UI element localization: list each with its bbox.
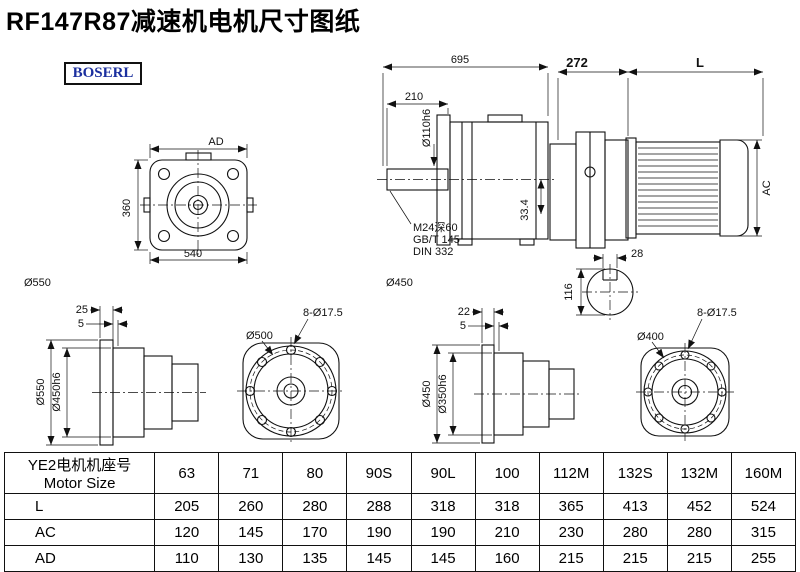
dim-value-cell: 145 [346,545,412,572]
dim-360-label: 360 [121,199,133,217]
flange-dia-450-label: Ø450 [386,277,413,289]
dim-value-cell: 215 [666,545,732,572]
dim-value-cell: 160 [474,545,540,572]
dim-value-cell: 230 [538,519,604,546]
row-label-cell: L [3,493,156,520]
dim-value-cell: 315 [730,519,797,546]
dim-value-cell: 205 [154,493,220,520]
dim-ad-label: AD [208,136,223,148]
std-din-label: DIN 332 [413,246,453,258]
flange-dia-550-label: Ø550 [24,277,51,289]
dim-695-label: 695 [451,54,469,66]
col-header-cell: 80 [282,452,348,494]
spigot-dia-b-label: Ø350h6 [437,374,449,413]
dim-value-cell: 260 [218,493,284,520]
dim-value-cell: 365 [538,493,604,520]
dim-value-cell: 280 [282,493,348,520]
page-title: RF147R87减速机电机尺寸图纸 [6,8,361,36]
dim-value-cell: 280 [602,519,668,546]
table-row-ad: AD 110 130 135 145 145 160 215 215 215 2… [3,545,797,572]
dim-value-cell: 318 [474,493,540,520]
dim-22-label: 22 [458,306,470,318]
dim-value-cell: 318 [410,493,476,520]
dim-value-cell: 524 [730,493,797,520]
dim-210-label: 210 [405,91,423,103]
dim-25-label: 25 [76,304,88,316]
tap-note-label: M24深60 [413,221,458,234]
shaft-dia-label: Ø110h6 [421,109,433,147]
dim-value-cell: 135 [282,545,348,572]
table-header-row: YE2电机机座号 Motor Size 63 71 80 90S 90L 100… [3,452,797,494]
dim-540-label: 540 [184,248,202,260]
motor-size-header-cell: YE2电机机座号 Motor Size [3,452,156,494]
dim-116-label: 116 [563,283,575,301]
table-row-ac: AC 120 145 170 190 190 210 230 280 280 3… [3,519,797,546]
table-row-l: L 205 260 280 288 318 318 365 413 452 52… [3,493,797,520]
dim-value-cell: 130 [218,545,284,572]
dim-value-cell: 288 [346,493,412,520]
dim-value-cell: 145 [410,545,476,572]
header-cn: YE2电机机座号 [27,457,132,474]
bolt-circle-b-label: Ø400 [637,331,664,343]
outer-dia-b-label: Ø450 [421,381,433,408]
dim-value-cell: 170 [282,519,348,546]
col-header-cell: 112M [538,452,604,494]
brand-text: BOSERL [72,65,134,81]
dim-value-cell: 255 [730,545,797,572]
dim-value-cell: 210 [474,519,540,546]
dim-value-cell: 280 [666,519,732,546]
dim-ac-label: AC [761,180,773,195]
col-header-cell: 132S [602,452,668,494]
std-gbt-label: GB/T 145 [413,234,460,246]
row-label-cell: AC [3,519,156,546]
dim-value-cell: 145 [218,519,284,546]
technical-drawing: AD 360 540 Ø550 695 210 Ø110h6 [24,54,773,446]
header-en: Motor Size [43,475,116,492]
col-header-cell: 90S [346,452,412,494]
holes-b-label: 8-Ø17.5 [697,307,737,319]
side-view-drawing: 695 210 Ø110h6 33.4 M24深60 GB/T 145 DIN … [377,54,556,289]
col-header-cell: 160M [730,452,797,494]
flange-front-a-drawing: Ø500 8-Ø17.5 [237,307,345,445]
dim-value-cell: 215 [538,545,604,572]
flange-side-b-drawing: 22 5 Ø450 Ø350h6 [421,306,582,444]
dim-value-cell: 413 [602,493,668,520]
spigot-dia-a-label: Ø450h6 [51,372,63,411]
dim-272-label: 272 [566,55,588,70]
holes-a-label: 8-Ø17.5 [303,307,343,319]
dim-value-cell: 190 [346,519,412,546]
bolt-circle-a-label: Ø500 [246,330,273,342]
dim-l-label: L [696,55,704,70]
row-label-cell: AD [3,545,156,572]
dim-33-4-label: 33.4 [519,199,531,220]
col-header-cell: 71 [218,452,284,494]
col-header-cell: 63 [154,452,220,494]
dim-value-cell: 215 [602,545,668,572]
motor-size-table: YE2电机机座号 Motor Size 63 71 80 90S 90L 100… [3,452,797,572]
brand-logo: BOSERL [64,62,142,85]
outer-dia-a-label: Ø550 [35,379,47,406]
dim-value-cell: 110 [154,545,220,572]
flange-front-b-drawing: Ø400 8-Ø17.5 [636,307,737,441]
dim-value-cell: 190 [410,519,476,546]
col-header-cell: 132M [666,452,732,494]
dim-value-cell: 120 [154,519,220,546]
front-view-drawing: AD 360 540 Ø550 [24,136,257,289]
dim-5-label-a: 5 [78,318,84,330]
dim-5-label-b: 5 [460,320,466,332]
dim-28-label: 28 [631,248,643,260]
flange-side-a-drawing: 25 5 Ø550 Ø450h6 [35,304,206,446]
dim-value-cell: 452 [666,493,732,520]
col-header-cell: 100 [474,452,540,494]
motor-view-drawing: 272 L AC 28 [549,55,773,320]
col-header-cell: 90L [410,452,476,494]
